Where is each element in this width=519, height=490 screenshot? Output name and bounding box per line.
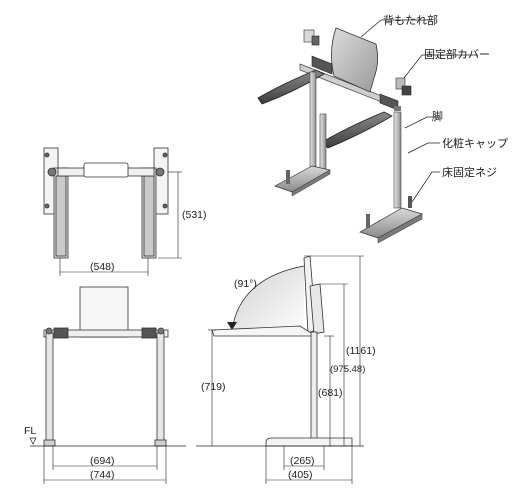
part-labels: 背もたれ部 固定部カバー 脚 化粧キャップ 床固定ネジ xyxy=(383,13,508,179)
cap-part xyxy=(394,106,401,111)
dim-seat-height: (719) xyxy=(201,381,226,393)
dim-back-height: (975.48) xyxy=(330,364,365,375)
dim-leg-height: (681) xyxy=(318,387,343,399)
dim-outer-width: (744) xyxy=(90,469,115,481)
label-screw: 床固定ネジ xyxy=(442,165,497,179)
backrest xyxy=(331,27,378,93)
label-backrest: 背もたれ部 xyxy=(383,13,438,27)
top-view-dims xyxy=(59,171,182,276)
dim-top-width: (548) xyxy=(90,261,115,273)
dim-base-outer: (405) xyxy=(288,469,313,481)
top-view xyxy=(43,147,169,259)
front-view-dims xyxy=(43,446,167,484)
floor-screw xyxy=(408,196,412,208)
dim-angle: (91°) xyxy=(234,278,257,290)
dim-total-height: (1161) xyxy=(346,345,376,357)
label-leg: 脚 xyxy=(432,109,443,123)
floor-label: FL xyxy=(24,425,36,437)
leader-lines xyxy=(360,19,478,203)
left-leg xyxy=(309,71,317,169)
right-leg xyxy=(393,111,402,209)
side-view xyxy=(211,255,353,447)
label-cap: 化粧キャップ xyxy=(442,136,508,150)
cover-part xyxy=(395,77,406,90)
dim-base-inner: (265) xyxy=(290,455,315,467)
front-view xyxy=(43,286,169,447)
perspective-view xyxy=(257,27,423,244)
dim-top-height: (531) xyxy=(182,209,207,221)
dim-inner-width: (694) xyxy=(90,455,115,467)
right-armrest xyxy=(321,111,393,149)
side-view-dims xyxy=(208,255,364,484)
left-armrest xyxy=(257,69,325,105)
label-cover: 固定部カバー xyxy=(424,47,490,61)
